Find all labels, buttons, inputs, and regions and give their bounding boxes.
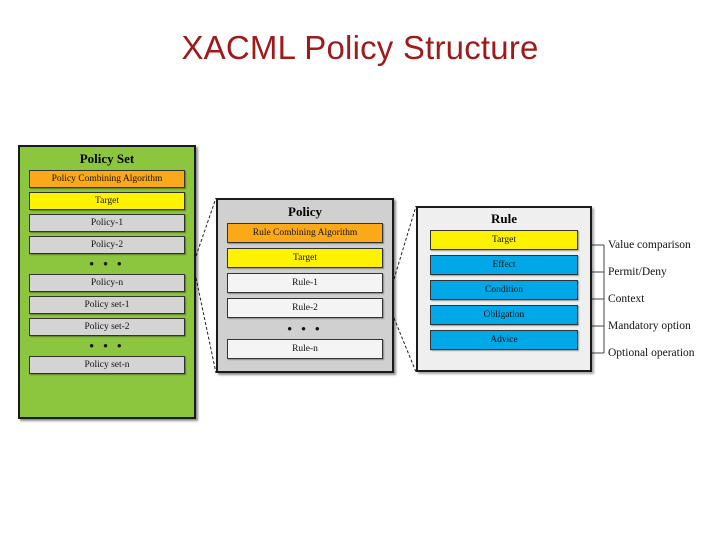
connector-policy-rule-bottom <box>393 317 417 373</box>
rule-2-row[interactable]: Rule-2 <box>227 298 383 318</box>
policy-set-2-row[interactable]: Policy set-2 <box>29 318 185 336</box>
policy-2-row[interactable]: Policy-2 <box>29 236 185 254</box>
policy-combining-algorithm-row[interactable]: Policy Combining Algorithm <box>29 170 185 188</box>
connector-policy-rule-top <box>393 205 417 280</box>
policy-set-ellipsis: • • • <box>89 338 125 353</box>
policy-rows: Rule Combining Algorithm Target Rule-1 R… <box>218 223 392 359</box>
rule-condition-row[interactable]: Condition <box>430 280 578 300</box>
rule-combining-algorithm-row[interactable]: Rule Combining Algorithm <box>227 223 383 243</box>
policy-ellipsis: • • • <box>89 256 125 271</box>
policy-panel[interactable]: Policy Rule Combining Algorithm Target R… <box>216 198 394 373</box>
policy-set-1-row[interactable]: Policy set-1 <box>29 296 185 314</box>
policy-title: Policy <box>288 204 322 219</box>
rule-title: Rule <box>491 211 517 226</box>
policy-set-title: Policy Set <box>79 151 135 166</box>
page-title: XACML Policy Structure <box>181 29 539 66</box>
policy-set-rows: Policy Combining Algorithm Target Policy… <box>20 170 194 374</box>
policy-target-row[interactable]: Target <box>227 248 383 268</box>
rule-advice-row[interactable]: Advice <box>430 330 578 350</box>
rule-panel[interactable]: Rule Target Effect Condition Obligation … <box>416 206 592 372</box>
legend-context: Context <box>608 293 645 305</box>
legend-optional-operation: Optional operation <box>608 347 695 359</box>
rule-1-row[interactable]: Rule-1 <box>227 273 383 293</box>
rule-n-row[interactable]: Rule-n <box>227 339 383 359</box>
rule-obligation-row[interactable]: Obligation <box>430 305 578 325</box>
policy-set-n-row[interactable]: Policy set-n <box>29 356 185 374</box>
connector-policyset-policy-top <box>195 197 217 257</box>
legend-mandatory-option: Mandatory option <box>608 320 691 332</box>
rule-effect-row[interactable]: Effect <box>430 255 578 275</box>
policy-1-row[interactable]: Policy-1 <box>29 214 185 232</box>
policy-set-target-row[interactable]: Target <box>29 192 185 210</box>
policy-n-row[interactable]: Policy-n <box>29 274 185 292</box>
legend-permit-deny: Permit/Deny <box>608 266 667 278</box>
rule-rows: Target Effect Condition Obligation Advic… <box>418 230 590 350</box>
policy-set-panel[interactable]: Policy Set Policy Combining Algorithm Ta… <box>18 145 196 419</box>
connector-policyset-policy-bottom <box>195 277 217 374</box>
legend-value-comparison: Value comparison <box>608 239 691 251</box>
rule-ellipsis: • • • <box>287 321 323 336</box>
rule-target-row[interactable]: Target <box>430 230 578 250</box>
